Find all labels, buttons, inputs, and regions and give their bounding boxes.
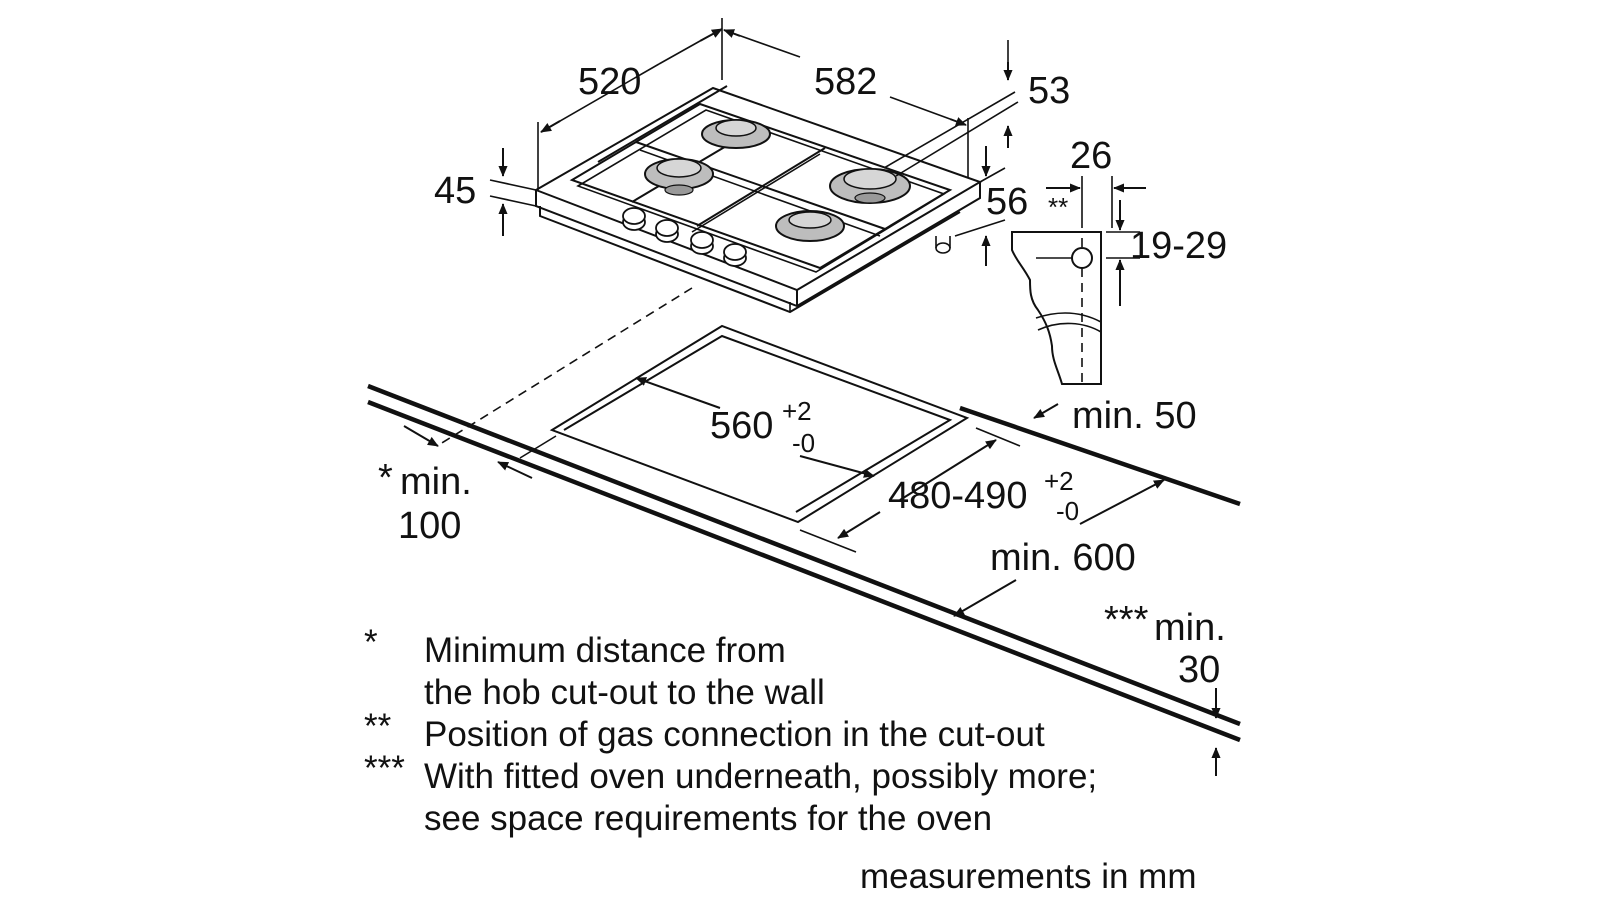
footnote: *** With fitted oven underneath, possibl… [364,749,1097,838]
dim-gas-offset: 26 [1070,135,1112,177]
measurements-footer: measurements in mm [860,857,1196,896]
dim-cutout-width-value: 560 [710,405,773,447]
dim-burner-height: 56 [986,181,1028,223]
dim-hob-height: 45 [434,170,476,212]
gas-connector-icon [935,236,951,254]
footnote-text-cont: see space requirements for the oven [424,799,992,838]
dim-cutout-depth-value: 480-490 [888,475,1027,517]
dim-hob-depth: 520 [578,61,641,103]
dim-min-worktop: min. 600 [990,537,1136,579]
footnote-marker: * [364,623,378,662]
footnote-marker: *** [364,749,405,788]
footnote-text: Position of gas connection in the cut-ou… [424,715,1045,754]
dim-cutout-depth-tol-minus: -0 [1056,496,1079,526]
dim-min-thickness-label: min. [1154,607,1226,649]
dim-min-wall-marker: * [378,457,393,499]
footnotes: * Minimum distance from the hob cut-out … [364,623,1097,838]
dim-min-thickness-value: 30 [1178,649,1220,691]
dim-cutout-width-tol-minus: -0 [792,428,815,458]
knob-icon [655,219,679,243]
dim-cutout-width-tol-plus: +2 [782,396,812,426]
footnote: * Minimum distance from the hob cut-out … [364,623,825,712]
dim-min-thickness: *** min. 30 [1104,599,1226,691]
footnote-text: Minimum distance from [424,631,786,670]
dim-cutout-depth: 480-490 +2 -0 [888,466,1079,526]
dim-cutout-depth-tol-plus: +2 [1044,466,1074,496]
burner-icon [775,210,845,242]
footnote: ** Position of gas connection in the cut… [364,707,1045,754]
hob-drawing [533,85,983,314]
burner-icon [701,119,771,149]
dim-min-back: min. 50 [1072,395,1197,437]
gas-connection-detail [1011,176,1146,385]
dim-hob-width: 582 [814,61,877,103]
worktop-drawing [367,287,1241,776]
footnote-text: With fitted oven underneath, possibly mo… [424,757,1097,796]
footnote-marker: ** [364,707,392,746]
dim-min-wall-label: min. [400,461,472,503]
knob-icon [723,243,747,267]
dim-min-wall: * min. 100 [378,457,472,547]
hob-dimension-lines [489,18,1019,266]
dim-min-thickness-marker: *** [1104,599,1149,641]
dim-min-wall-value: 100 [398,505,461,547]
footnote-text-cont: the hob cut-out to the wall [424,673,825,712]
knob-icon [622,207,646,231]
burner-icon [644,158,714,196]
dim-cutout-width: 560 +2 -0 [710,396,815,458]
gas-marker: ** [1048,192,1068,222]
burner-icon [829,168,911,204]
dim-knob-height: 53 [1028,70,1070,112]
dim-gas-height: 19-29 [1130,225,1227,267]
knob-icon [690,231,714,255]
